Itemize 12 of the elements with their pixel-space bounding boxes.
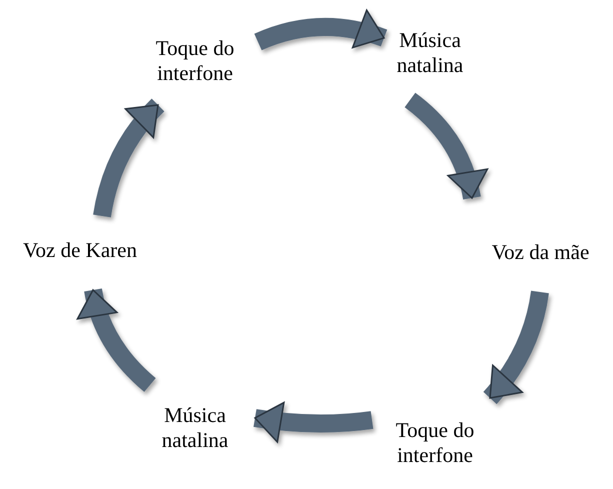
- node-label: Voz da mãe: [490, 240, 590, 265]
- curved-arrow: [78, 288, 156, 392]
- node-label: Música natalina: [396, 28, 464, 78]
- curved-arrow: [483, 290, 549, 404]
- node-label: Toque do interfone: [394, 418, 476, 468]
- curved-arrow: [404, 92, 488, 200]
- curved-arrow: [254, 10, 387, 50]
- node-label: Toque do interfone: [154, 36, 236, 86]
- curved-arrow: [93, 98, 164, 218]
- node-label: Voz de Karen: [22, 238, 138, 263]
- node-label: Música natalina: [160, 403, 230, 453]
- curved-arrow: [254, 401, 374, 442]
